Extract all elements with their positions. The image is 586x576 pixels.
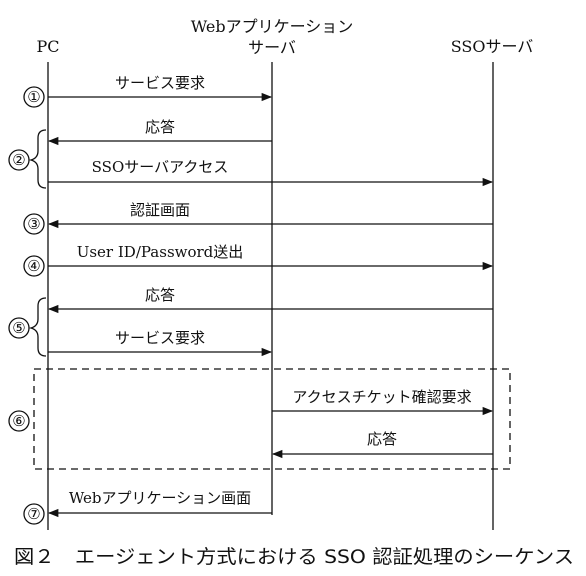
figure-caption: 図２ エージェント方式における SSO 認証処理のシーケンス	[14, 546, 574, 568]
step-5-number: ⑤	[12, 319, 25, 337]
message-5-label: User ID/Password送出	[77, 243, 244, 261]
message-9: 応答	[271, 430, 493, 459]
message-1-label: サービス要求	[115, 74, 205, 92]
message-5: User ID/Password送出	[48, 243, 494, 271]
message-4-label: 認証画面	[130, 201, 190, 219]
participant-pc-label: PC	[36, 37, 59, 56]
step-2-marker	[8, 149, 30, 171]
message-3-label: SSOサーバアクセス	[92, 158, 229, 176]
participant-sso-label: SSOサーバ	[451, 37, 534, 56]
message-2-label: 応答	[145, 118, 175, 136]
message-6-label: 応答	[145, 286, 175, 304]
step-7-number: ⑦	[27, 505, 40, 523]
step-2-number: ②	[12, 151, 25, 169]
step-5-marker	[8, 317, 30, 339]
message-7-label: サービス要求	[115, 329, 205, 347]
message-9-label: 応答	[367, 430, 397, 448]
step-6-marker	[8, 410, 30, 432]
participant-web-label-line1: Webアプリケーション	[191, 17, 354, 36]
step-5-brace	[28, 297, 47, 357]
message-6: 応答	[47, 286, 493, 314]
step-6-number: ⑥	[12, 412, 25, 430]
step-7-marker	[23, 503, 45, 525]
message-8: アクセスチケット確認要求	[272, 388, 494, 416]
message-1: サービス要求	[48, 74, 273, 102]
message-7: サービス要求	[48, 329, 273, 357]
message-4: 認証画面	[47, 201, 493, 229]
message-3: SSOサーバアクセス	[48, 158, 494, 187]
step-1-marker	[23, 86, 45, 108]
message-8-label: アクセスチケット確認要求	[292, 388, 471, 406]
step-1-number: ①	[27, 88, 40, 106]
message-10: Webアプリケーション画面	[47, 489, 272, 518]
step-4-number: ④	[27, 257, 40, 275]
step-2-brace	[28, 129, 47, 189]
step-4-marker	[23, 255, 45, 277]
step-3-marker	[23, 213, 45, 235]
message-10-label: Webアプリケーション画面	[69, 489, 251, 507]
message-2: 応答	[47, 118, 272, 146]
participant-web-label-line2: サーバ	[248, 38, 296, 57]
step-3-number: ③	[27, 215, 40, 233]
